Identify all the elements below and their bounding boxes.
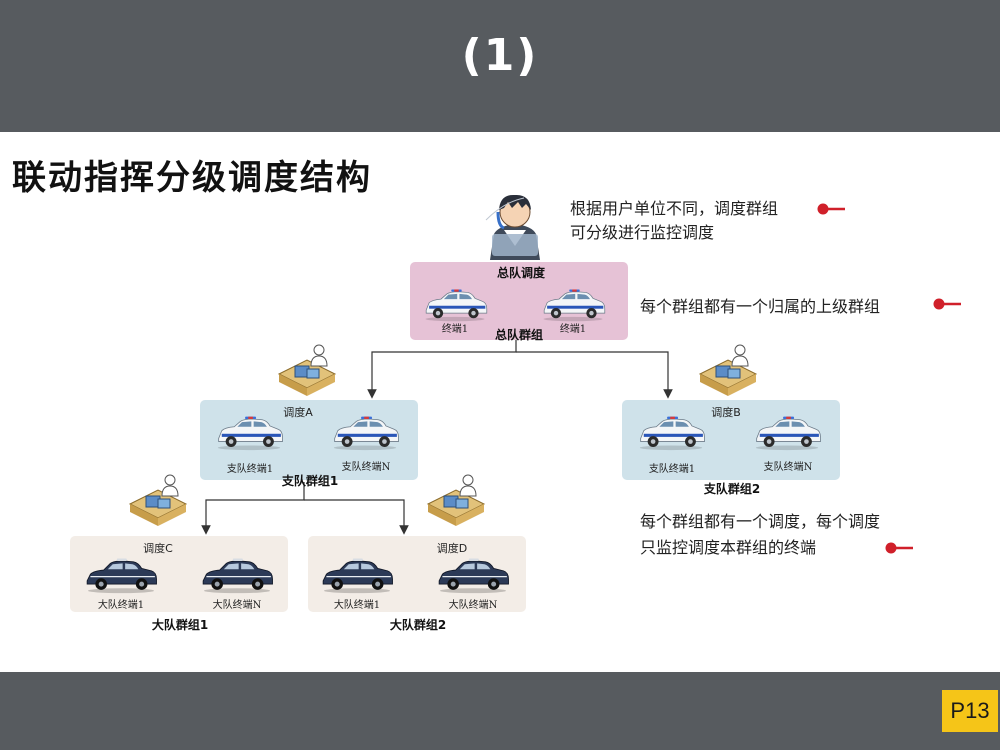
slide-number: (1): [461, 30, 539, 81]
group-dadui-2-name: 大队群组2: [389, 618, 447, 632]
group-zhidui-2-terminal-n: 支队终端N: [763, 462, 813, 473]
dispatcher-desk-icon: [698, 344, 758, 396]
police-car-icon: [752, 414, 822, 452]
police-car-icon: [330, 414, 400, 452]
group-zhidui-2-name: 支队群组2: [703, 482, 761, 496]
red-bullet-icon: [933, 298, 961, 310]
group-dadui-2-terminal-1: 大队终端1: [333, 600, 381, 611]
dispatcher-desk-icon: [277, 344, 337, 396]
dispatcher-desk-icon: [128, 474, 188, 526]
police-car-icon: [82, 556, 160, 594]
group-dadui-2-terminal-n: 大队终端N: [448, 600, 498, 611]
police-car-icon: [198, 556, 276, 594]
police-car-icon: [420, 288, 490, 322]
police-car-icon: [434, 556, 512, 594]
group-zhidui-1-terminal-n: 支队终端N: [341, 462, 391, 473]
group-dadui-1-terminal-n: 大队终端N: [212, 600, 262, 611]
note-3-line-1: 每个群组都有一个调度，每个调度: [640, 512, 881, 531]
note-3-line-2: 只监控调度本群组的终端: [640, 538, 817, 557]
note-1-line-1: 根据用户单位不同，调度群组: [570, 199, 779, 218]
hierarchy-connectors: [201, 340, 673, 535]
note-2: 每个群组都有一个归属的上级群组: [640, 297, 881, 316]
group-top-name: 总队群组: [494, 328, 544, 342]
group-top-terminal-2: 终端1: [559, 324, 587, 335]
red-bullet-icon: [885, 542, 913, 554]
dispatcher-desk-icon: [426, 474, 486, 526]
group-top-terminal-1: 终端1: [441, 324, 469, 335]
police-car-icon: [318, 556, 396, 594]
page-title: 联动指挥分级调度结构: [12, 158, 372, 198]
police-car-icon: [214, 414, 284, 452]
group-dadui-2-dispatch: 调度D: [436, 542, 468, 555]
page-number-badge: P13: [942, 690, 998, 732]
group-top-dispatch: 总队调度: [496, 266, 546, 280]
red-bullet-icon: [817, 203, 845, 215]
group-zhidui-1-dispatch: 调度A: [283, 406, 313, 419]
police-car-icon: [636, 414, 706, 452]
header-band: [0, 0, 1000, 132]
operator-avatar-icon: [485, 194, 540, 260]
group-dadui-1-dispatch: 调度C: [143, 542, 173, 555]
group-zhidui-1-name: 支队群组1: [281, 474, 339, 488]
group-zhidui-2-terminal-1: 支队终端1: [648, 464, 696, 475]
group-dadui-1-name: 大队群组1: [151, 618, 209, 632]
group-dadui-1-terminal-1: 大队终端1: [97, 600, 145, 611]
group-zhidui-1-terminal-1: 支队终端1: [226, 464, 274, 475]
police-car-icon: [538, 288, 608, 322]
group-zhidui-2-dispatch: 调度B: [711, 406, 741, 419]
footer-band: [0, 672, 1000, 750]
note-1-line-2: 可分级进行监控调度: [570, 223, 715, 242]
